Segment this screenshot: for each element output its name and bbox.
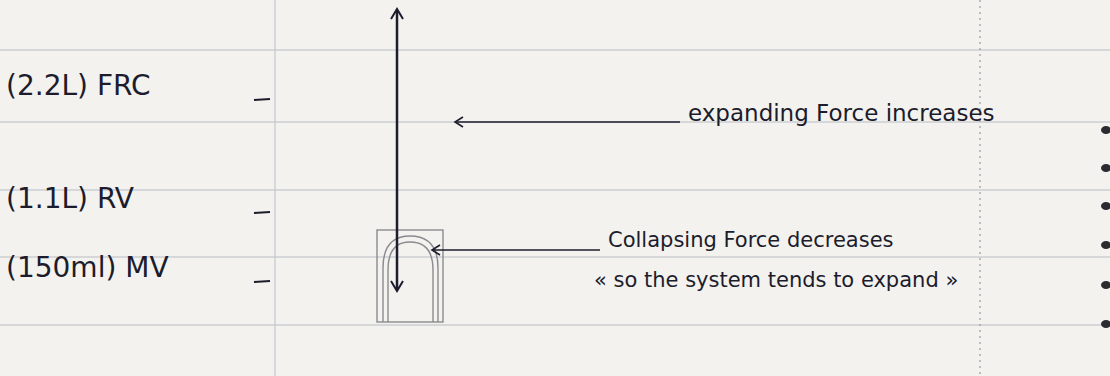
volume-label: (1.1L) RV (6, 183, 134, 215)
leader-line (455, 121, 680, 123)
tick-marks (254, 99, 270, 282)
ruled-lines (0, 50, 1110, 325)
binding-holes (1101, 126, 1110, 328)
margin-line (274, 0, 275, 376)
container-sketch (377, 230, 443, 322)
volume-label: (2.2L) FRC (6, 70, 151, 102)
leader-line (432, 249, 600, 251)
dotted-line (979, 0, 980, 376)
annotation: expanding Force increases (688, 100, 995, 126)
annotation: Collapsing Force decreases (608, 228, 894, 252)
up-arrow (396, 10, 399, 195)
volume-label: (150ml) MV (6, 252, 169, 284)
annotation: « so the system tends to expand » (594, 268, 958, 292)
down-arrow (396, 195, 399, 290)
